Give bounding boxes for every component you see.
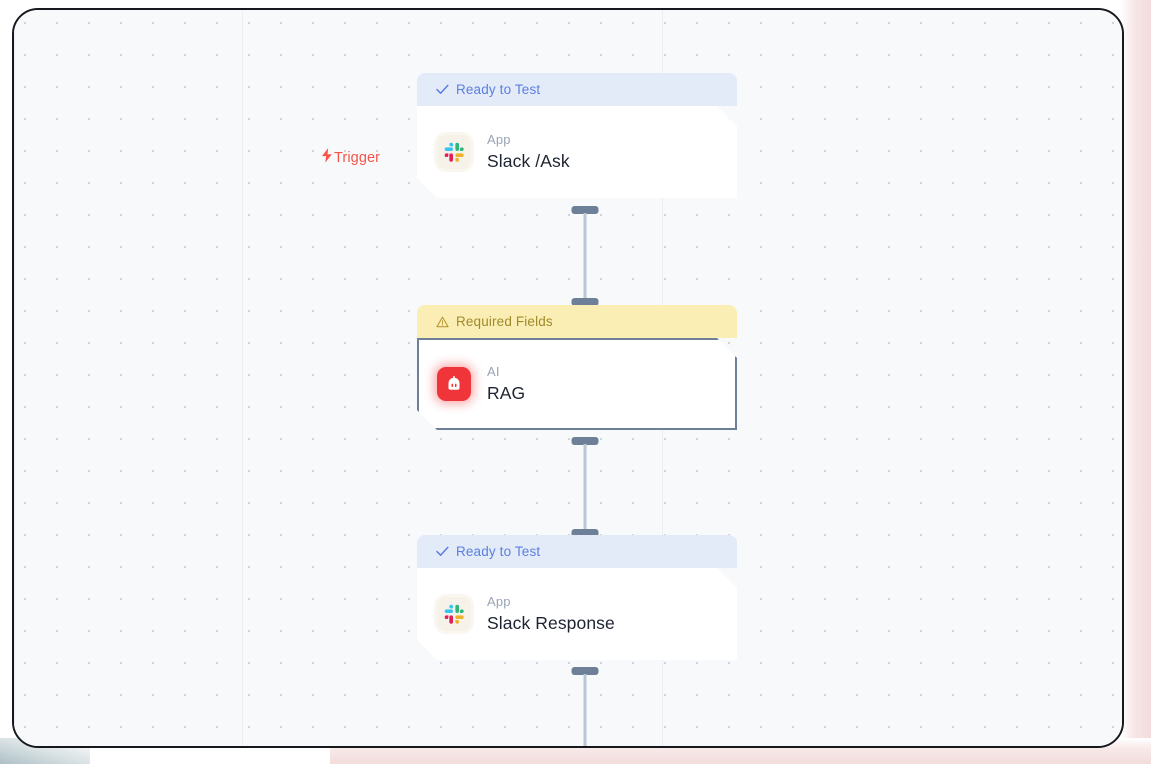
- node-status-label: Required Fields: [456, 314, 553, 329]
- lightning-bolt-icon: [321, 148, 333, 167]
- connector-handle-top[interactable]: [571, 667, 599, 675]
- workflow-canvas[interactable]: Trigger Ready to: [14, 10, 1122, 746]
- node-status-header: Required Fields: [417, 305, 737, 338]
- warning-triangle-icon: [436, 316, 449, 328]
- connector-line-3[interactable]: [583, 674, 587, 746]
- node-title: Slack /Ask: [487, 150, 570, 171]
- node-title: RAG: [487, 382, 526, 403]
- node-title: Slack Response: [487, 612, 615, 633]
- node-text: App Slack Response: [487, 595, 615, 632]
- connector-handle-top[interactable]: [571, 437, 599, 445]
- node-kicker: App: [487, 132, 511, 148]
- slack-icon: [437, 135, 471, 169]
- node-card[interactable]: App Slack Response: [417, 568, 737, 660]
- node-status-header: Ready to Test: [417, 535, 737, 568]
- node-card[interactable]: AI RAG: [417, 338, 737, 430]
- node-kicker: AI: [487, 364, 500, 380]
- robot-icon: [437, 367, 471, 401]
- trigger-label: Trigger: [321, 148, 380, 167]
- node-text: AI RAG: [487, 365, 525, 402]
- workflow-node-slack-response[interactable]: Ready to Test: [417, 535, 737, 660]
- connector-handle-bottom[interactable]: [571, 529, 599, 537]
- page-halo-right: [1121, 0, 1151, 764]
- canvas-guide-line: [242, 10, 243, 746]
- connector-line-1[interactable]: [583, 213, 587, 301]
- connector-handle-bottom[interactable]: [571, 298, 599, 306]
- node-status-label: Ready to Test: [456, 82, 541, 97]
- connector-handle-top[interactable]: [571, 206, 599, 214]
- slack-icon: [437, 597, 471, 631]
- workflow-node-slack-ask[interactable]: Ready to Test: [417, 73, 737, 198]
- node-card[interactable]: App Slack /Ask: [417, 106, 737, 198]
- check-icon: [436, 546, 449, 557]
- node-status-header: Ready to Test: [417, 73, 737, 106]
- node-kicker: App: [487, 594, 511, 610]
- check-icon: [436, 84, 449, 95]
- workflow-node-rag[interactable]: Required Fields AI RAG: [417, 305, 737, 430]
- node-status-label: Ready to Test: [456, 544, 541, 559]
- connector-line-2[interactable]: [583, 444, 587, 532]
- canvas-frame: Trigger Ready to: [12, 8, 1124, 748]
- canvas-guide-line: [14, 10, 15, 746]
- node-text: App Slack /Ask: [487, 133, 570, 170]
- trigger-label-text: Trigger: [334, 149, 381, 166]
